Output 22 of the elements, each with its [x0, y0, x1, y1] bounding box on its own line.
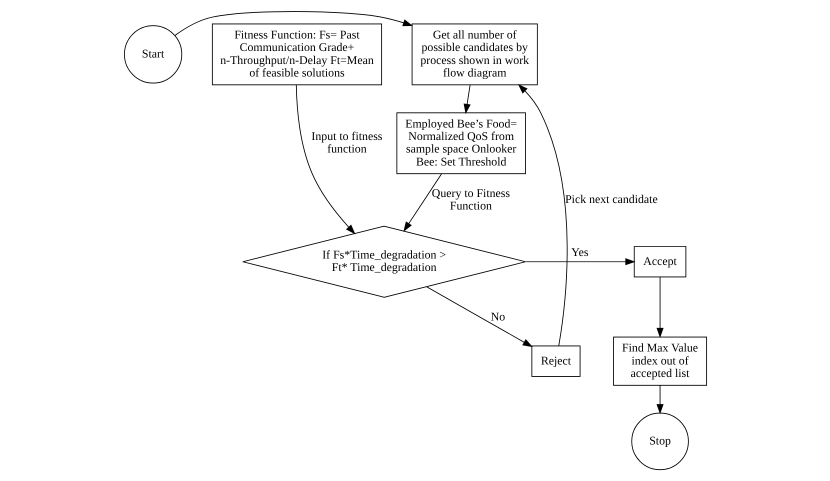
arrow	[463, 84, 470, 114]
node-box: Reject	[530, 346, 580, 377]
node-box: Fitness Function: Fs= Past Communication Grade+ n-Throughput/n-Delay Ft=Mean of feasible solutions	[211, 24, 382, 86]
edge-label: Yes	[570, 244, 588, 259]
edge-label: Query to Fitness Function	[431, 186, 510, 212]
node-circle: Start	[124, 25, 182, 84]
arrow	[517, 84, 568, 346]
edge-label: Input to fitness function	[310, 129, 382, 156]
arrow	[402, 173, 442, 232]
node-box: Find Max Value index out of accepted list	[612, 336, 707, 386]
node-box: Accept	[633, 246, 686, 278]
arrow	[174, 11, 413, 36]
arrow	[656, 384, 664, 414]
node-box: Employed Bee’s Food= Normalized QoS from sample space Onlooker Bee: Set Threshold	[396, 112, 526, 174]
node-box: Get all number of possible candidates by process shown in work flow diagram	[411, 24, 538, 86]
edge-label: Pick next candidate	[564, 192, 658, 206]
node-circle: Stop	[630, 412, 688, 470]
arrow	[656, 276, 664, 338]
arrow	[295, 84, 355, 234]
arrow	[524, 258, 635, 266]
arrow	[426, 286, 532, 348]
edge-label: No	[490, 309, 505, 324]
